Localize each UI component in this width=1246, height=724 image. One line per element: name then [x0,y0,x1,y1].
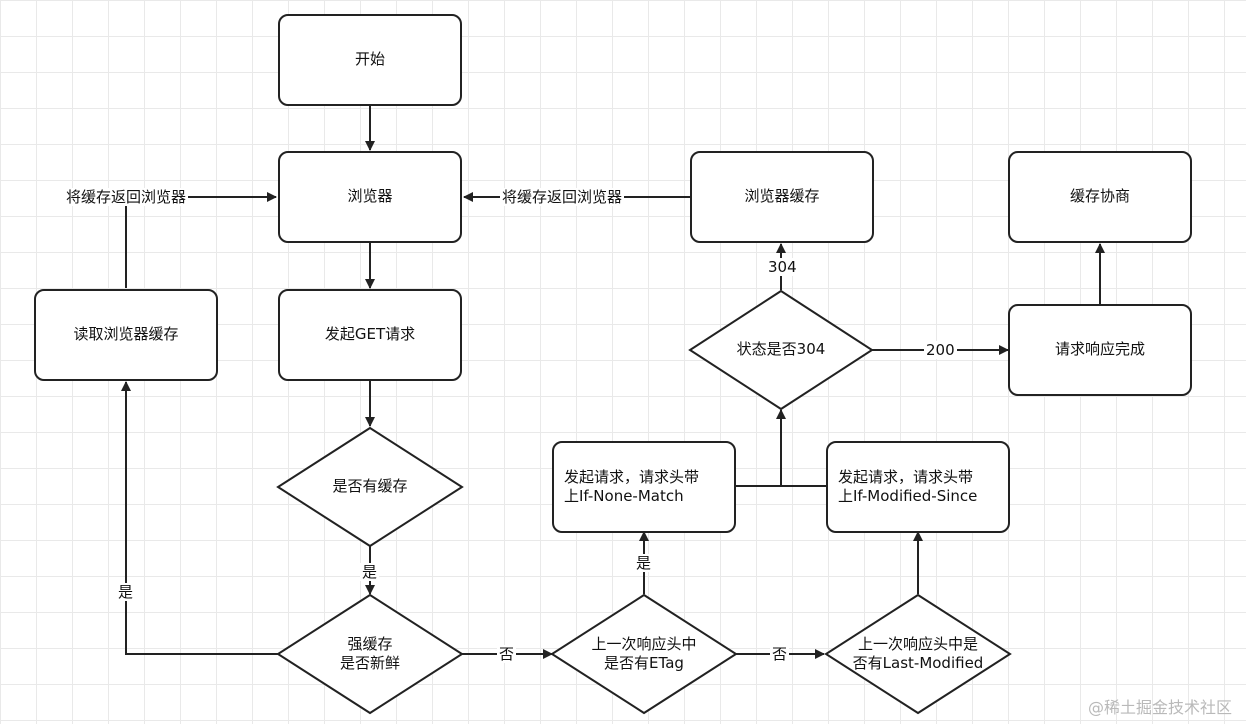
node-request-if-modified-since: 发起请求，请求头带 上If-Modified-Since [826,441,1010,533]
label-no-fresh: 否 [497,645,517,663]
edge-readcache-browser [125,192,277,288]
node-browser: 浏览器 [278,151,462,243]
diamond-status-304 [688,289,874,411]
node-browser-cache: 浏览器缓存 [690,151,874,243]
label-code-200: 200 [924,341,957,359]
text-has-cache: 是否有缓存 [332,477,408,496]
edge-fresh-readcache [121,381,278,655]
label-code-304: 304 [766,258,799,276]
label-return-cache-right: 将缓存返回浏览器 [500,188,625,206]
node-get-request: 发起GET请求 [278,289,462,381]
diamond-has-cache [276,426,464,548]
watermark: @稀土掘金技术社区 [1087,698,1232,717]
label-yes-has-cache: 是 [360,563,380,581]
text-lastmod-check: 上一次响应头中是 否有Last-Modified [852,634,984,673]
node-start: 开始 [278,14,462,106]
label-return-cache-left: 将缓存返回浏览器 [64,188,189,206]
label-yes-fresh: 是 [116,583,136,601]
text-status-304: 状态是否304 [736,340,826,359]
diamond-lastmod [824,593,1012,715]
label-yes-etag: 是 [634,554,654,572]
node-read-cache: 读取浏览器缓存 [34,289,218,381]
text-etag-check: 上一次响应头中 是否有ETag [591,634,697,673]
diamond-strong-fresh [276,593,464,715]
node-cache-negotiation: 缓存协商 [1008,151,1192,243]
text-strong-fresh: 强缓存 是否新鲜 [339,634,400,673]
node-request-if-none-match: 发起请求，请求头带 上If-None-Match [552,441,736,533]
label-no-etag: 否 [770,645,790,663]
node-response-complete: 请求响应完成 [1008,304,1192,396]
diamond-etag [550,593,738,715]
